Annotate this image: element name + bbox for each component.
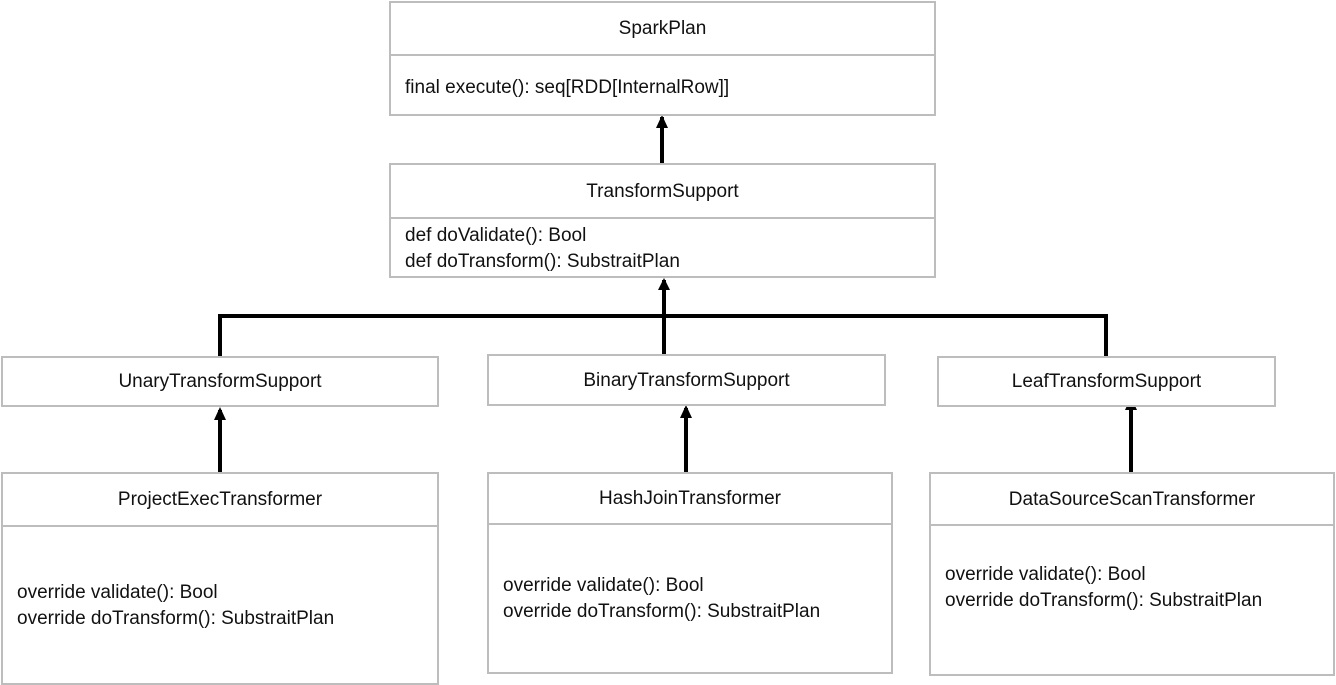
method-execute: final execute(): seq[RDD[InternalRow]] [405,77,730,98]
method-dotransform: override doTransform(): SubstraitPlan [945,590,1263,611]
class-title-hashjoin: HashJoinTransformer [489,474,891,525]
method-dovalidate: def doValidate(): Bool [405,225,587,246]
class-title-datasourcescan: DataSourceScanTransformer [931,474,1333,526]
class-binarytransformsupport: BinaryTransformSupport [487,354,886,406]
method-validate: override validate(): Bool [17,582,218,603]
method-dotransform: override doTransform(): SubstraitPlan [17,608,335,629]
class-hashjointransformer: HashJoinTransformer override validate():… [487,472,893,674]
class-title-projectexec: ProjectExecTransformer [3,474,437,527]
class-methods-projectexec: override validate(): Bool override doTra… [17,580,431,632]
method-validate: override validate(): Bool [503,575,704,596]
class-datasourcescantransformer: DataSourceScanTransformer override valid… [929,472,1335,676]
class-title-unary: UnaryTransformSupport [118,371,322,392]
class-title-binary: BinaryTransformSupport [583,369,790,391]
arrowhead-sparkplan [656,115,668,128]
class-title-sparkplan: SparkPlan [391,3,934,56]
class-title-leaf: LeafTransformSupport [1011,371,1202,392]
method-validate: override validate(): Bool [945,564,1146,585]
class-methods-hashjoin: override validate(): Bool override doTra… [503,573,885,625]
arrowhead-binary [680,405,692,418]
class-leaftransformsupport: LeafTransformSupport [937,356,1276,407]
class-title-transformsupport: TransformSupport [391,165,934,219]
arrowhead-transformsupport [658,278,670,290]
class-unarytransformsupport: UnaryTransformSupport [1,356,439,407]
class-transformsupport: TransformSupport def doValidate(): Bool … [389,163,936,278]
class-methods-sparkplan: final execute(): seq[RDD[InternalRow]] [405,75,928,101]
method-dotransform: def doTransform(): SubstraitPlan [405,251,680,272]
class-methods-transformsupport: def doValidate(): Bool def doTransform()… [405,223,928,275]
arrowhead-unary [214,407,226,420]
method-dotransform: override doTransform(): SubstraitPlan [503,601,821,622]
class-sparkplan: SparkPlan final execute(): seq[RDD[Inter… [389,1,936,116]
class-methods-datasourcescan: override validate(): Bool override doTra… [945,562,1327,614]
class-projectexectransformer: ProjectExecTransformer override validate… [1,472,439,685]
